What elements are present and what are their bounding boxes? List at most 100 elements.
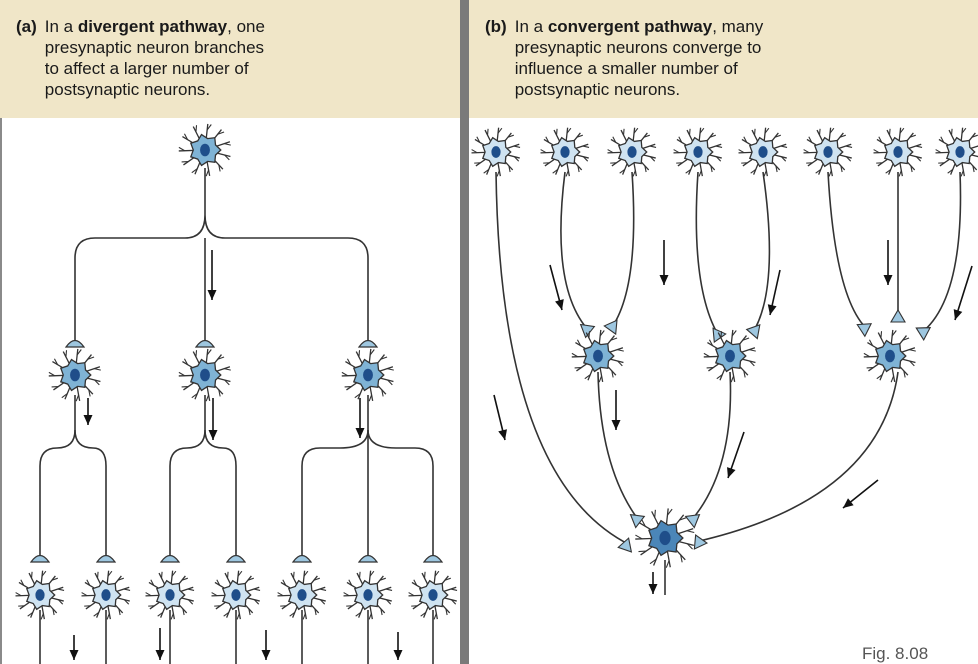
dendrite bbox=[678, 540, 694, 546]
dendrite-branch bbox=[818, 128, 821, 136]
dendrite bbox=[28, 572, 36, 586]
dendrite bbox=[158, 572, 166, 586]
dendrite bbox=[708, 154, 722, 159]
dendrite-branch bbox=[649, 145, 657, 148]
dendrite bbox=[838, 154, 852, 159]
dendrite bbox=[216, 377, 231, 383]
dendrite-branch bbox=[358, 350, 361, 357]
neuron-intermediate bbox=[863, 329, 916, 383]
dendrite bbox=[699, 162, 703, 177]
dendrite-branch bbox=[513, 145, 521, 148]
dendrite bbox=[506, 154, 520, 159]
dendrite-branch bbox=[552, 169, 559, 174]
dendrite-branch bbox=[94, 379, 100, 386]
axon-line bbox=[39, 395, 76, 555]
nucleus bbox=[70, 368, 80, 382]
dendrite bbox=[41, 605, 45, 620]
dendrite-branch bbox=[540, 149, 547, 154]
dendrite-branch bbox=[731, 330, 737, 337]
arrow-head bbox=[69, 650, 79, 660]
dendrite-branch bbox=[385, 599, 392, 605]
dendrite-branch bbox=[909, 349, 916, 352]
signal-arrow bbox=[208, 398, 218, 440]
dendrite-branch bbox=[910, 165, 913, 173]
dendrite-branch bbox=[15, 592, 22, 597]
dendrite-branch bbox=[471, 149, 478, 154]
dendrite-branch bbox=[224, 154, 230, 161]
axon-line bbox=[367, 429, 434, 555]
arrow-head bbox=[355, 428, 365, 438]
nucleus bbox=[593, 349, 603, 363]
dendrite-branch bbox=[743, 370, 746, 378]
axon-line bbox=[689, 371, 732, 523]
signal-arrow bbox=[611, 390, 621, 430]
dendrite-branch bbox=[686, 543, 693, 550]
dendrite bbox=[76, 386, 81, 401]
axon-line bbox=[597, 371, 641, 523]
dendrite bbox=[970, 145, 978, 150]
dendrite-branch bbox=[840, 165, 843, 173]
neuron-postsynaptic bbox=[15, 570, 65, 620]
dendrite-branch bbox=[355, 612, 362, 617]
dendrite-branch bbox=[582, 145, 590, 148]
neuron-postsynaptic bbox=[343, 570, 393, 620]
dendrite-branch bbox=[248, 608, 251, 616]
neuron-intermediate bbox=[571, 329, 624, 383]
caption-b-tag: (b) bbox=[485, 17, 507, 36]
dendrite bbox=[908, 143, 922, 150]
dendrite-branch bbox=[57, 599, 64, 605]
dendrite-branch bbox=[118, 608, 121, 616]
dendrite bbox=[86, 366, 101, 372]
dendrite-branch bbox=[612, 136, 617, 143]
dendrite bbox=[829, 162, 833, 177]
neuron-postsynaptic bbox=[635, 508, 695, 568]
dendrite-branch bbox=[96, 571, 99, 579]
signal-arrow bbox=[83, 398, 93, 425]
neuron-branch bbox=[48, 348, 101, 402]
nucleus bbox=[491, 146, 501, 158]
dendrite-branch bbox=[780, 145, 788, 148]
axon-terminal bbox=[915, 327, 932, 342]
axon-terminal bbox=[579, 323, 596, 339]
dendrite bbox=[651, 511, 660, 526]
dendrite-branch bbox=[685, 169, 692, 174]
neuron-postsynaptic bbox=[211, 570, 261, 620]
dendrite bbox=[484, 129, 492, 143]
dendrite-branch bbox=[117, 577, 124, 581]
axon-line bbox=[74, 429, 107, 555]
dendrite-branch bbox=[743, 136, 748, 143]
dendrite bbox=[970, 154, 978, 158]
dendrite bbox=[620, 129, 628, 143]
axon-terminal bbox=[357, 339, 379, 348]
dendrite bbox=[698, 127, 702, 142]
dendrite-branch bbox=[878, 136, 883, 143]
dendrite bbox=[948, 129, 956, 143]
axon-terminal bbox=[890, 308, 906, 323]
nucleus bbox=[200, 143, 210, 157]
dendrite-branch bbox=[730, 375, 735, 383]
dendrite-branch bbox=[915, 145, 923, 148]
dendrite bbox=[908, 154, 922, 159]
dendrite bbox=[686, 129, 694, 143]
neuron-presynaptic bbox=[873, 127, 923, 177]
dendrite-branch bbox=[508, 165, 511, 173]
dendrite-branch bbox=[48, 371, 56, 377]
dendrite-branch bbox=[845, 156, 852, 162]
dendrite-branch bbox=[30, 571, 33, 579]
dendrite-branch bbox=[81, 592, 88, 597]
dendrite-branch bbox=[715, 156, 722, 162]
dendrite bbox=[75, 348, 79, 364]
dendrite bbox=[107, 605, 111, 620]
dendrite-branch bbox=[715, 145, 723, 148]
dendrite-branch bbox=[868, 339, 874, 346]
axon-line bbox=[560, 171, 591, 333]
neuron-presynaptic bbox=[803, 127, 853, 177]
dendrite-branch bbox=[314, 608, 317, 616]
arrow-head bbox=[843, 498, 854, 508]
dendrite-branch bbox=[940, 136, 945, 143]
dendrite-branch bbox=[217, 356, 225, 360]
dendrite bbox=[717, 332, 726, 346]
signal-arrow bbox=[953, 265, 973, 321]
signal-arrow bbox=[69, 635, 79, 660]
dendrite-branch bbox=[86, 579, 91, 586]
